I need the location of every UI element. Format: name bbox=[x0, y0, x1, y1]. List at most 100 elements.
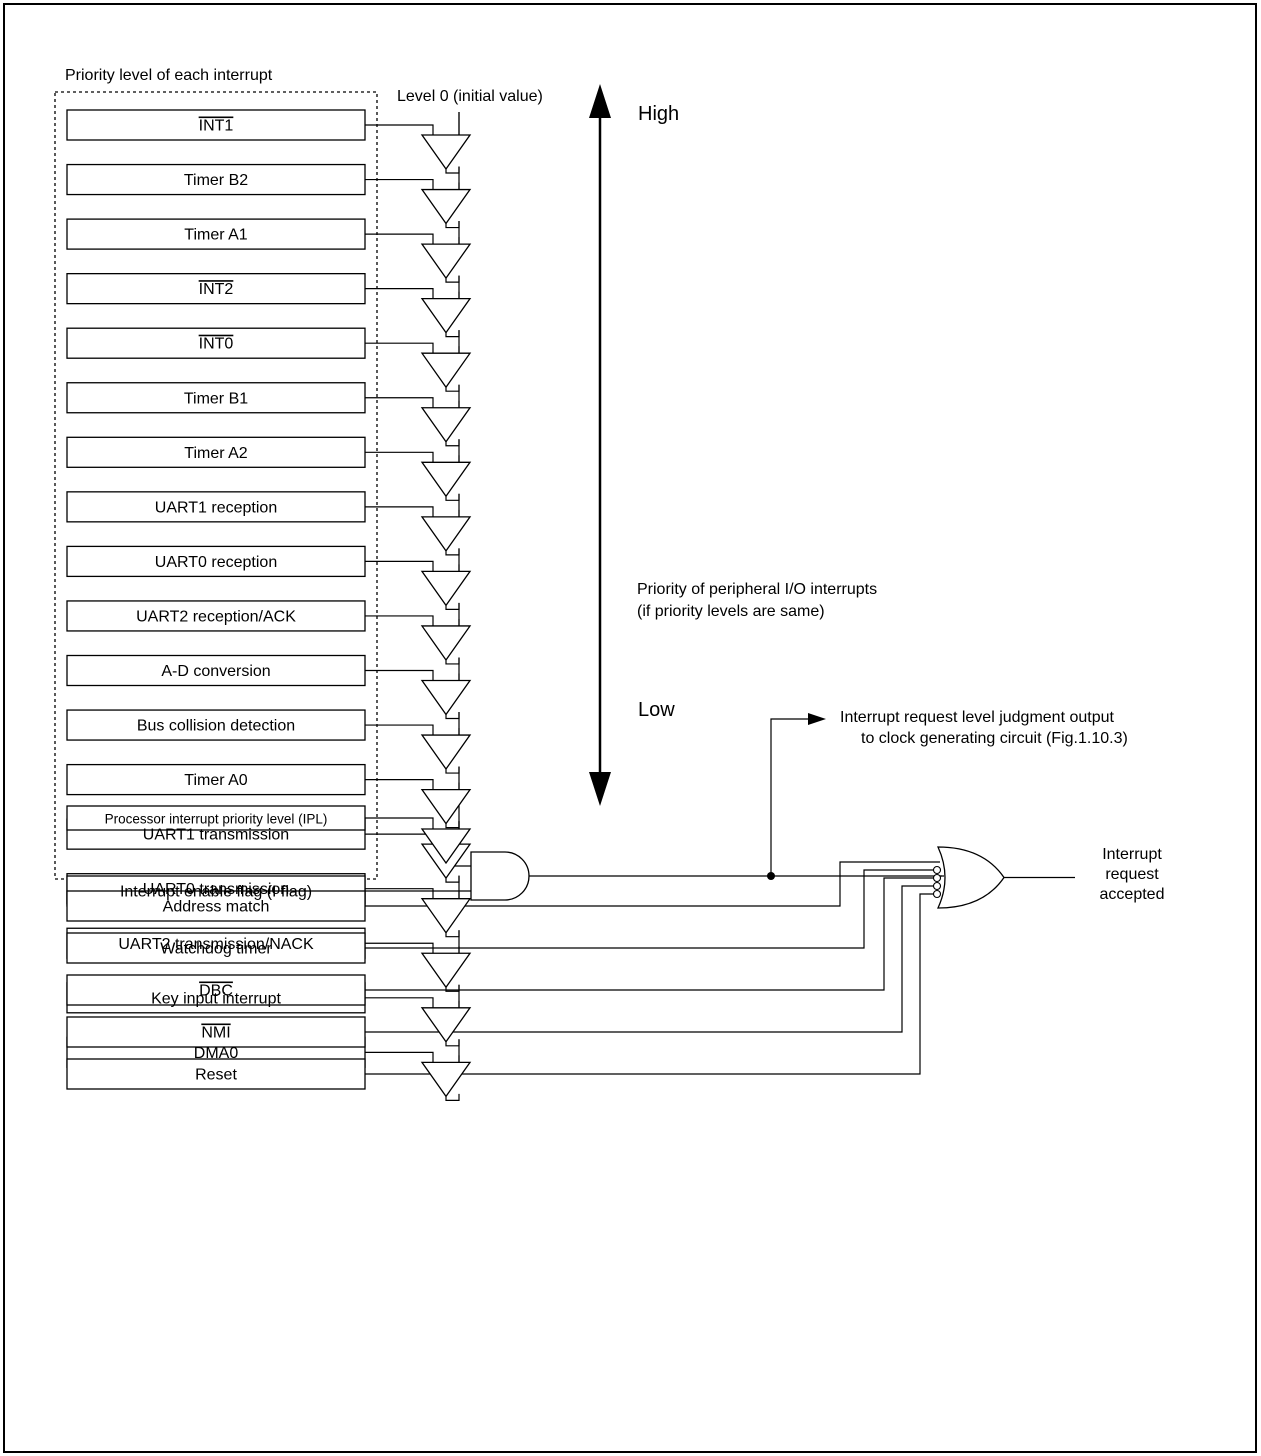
judgment-output-wire bbox=[770, 718, 812, 876]
source-box-2-label: DBC bbox=[199, 983, 233, 1000]
source-box-4 bbox=[66, 1058, 366, 1090]
source-wire-1 bbox=[365, 869, 940, 949]
result-line3: accepted bbox=[1100, 886, 1165, 903]
group-label: Priority level of each interrupt bbox=[65, 67, 273, 84]
interrupt-box-0-label: INT1 bbox=[199, 118, 234, 135]
ipl-box-label: Processor interrupt priority level (IPL) bbox=[105, 812, 328, 827]
comparator-5 bbox=[420, 407, 472, 443]
interrupt-box-12-label: Timer A0 bbox=[184, 772, 248, 789]
source-box-1-label: Watchdog timer bbox=[160, 941, 272, 958]
comparator-17 bbox=[420, 1061, 472, 1098]
interrupt-wire-16 bbox=[365, 997, 434, 1008]
source-box-4-label: Reset bbox=[195, 1067, 237, 1084]
interrupt-box-2 bbox=[66, 218, 366, 250]
comparator-out-2 bbox=[445, 275, 460, 283]
interrupt-box-10 bbox=[66, 654, 366, 687]
interrupt-wire-9 bbox=[365, 615, 434, 626]
comparator-15 bbox=[420, 952, 472, 989]
interrupt-box-9-label: UART2 reception/ACK bbox=[136, 608, 296, 625]
junction-dot bbox=[767, 872, 775, 880]
and-gate bbox=[470, 851, 530, 901]
source-box-0-label: Address match bbox=[163, 899, 270, 916]
ipl-box bbox=[66, 805, 366, 831]
comparator-2 bbox=[420, 243, 472, 280]
source-box-2 bbox=[66, 974, 366, 1006]
comparator-1 bbox=[420, 188, 472, 225]
source-wire-4 bbox=[365, 893, 940, 1075]
interrupt-box-8 bbox=[66, 545, 366, 578]
priority-note-line1: Priority of peripheral I/O interrupts bbox=[637, 581, 877, 598]
interrupt-wire-14 bbox=[365, 888, 434, 899]
interrupt-wire-6 bbox=[365, 451, 434, 463]
interrupt-wire-7 bbox=[365, 506, 434, 517]
result-line1: Interrupt bbox=[1102, 846, 1162, 863]
comparator-out-8 bbox=[445, 602, 460, 610]
comparator-out-0 bbox=[445, 166, 460, 174]
interrupt-box-3-label: INT2 bbox=[199, 281, 234, 298]
interrupt-wire-1 bbox=[365, 178, 434, 190]
interrupt-box-8-label: UART0 reception bbox=[155, 554, 277, 571]
judgment-output-line2: to clock generating circuit (Fig.1.10.3) bbox=[861, 730, 1128, 747]
comparator-out-16 bbox=[445, 1039, 460, 1047]
interrupt-box-16-label: Key input interrupt bbox=[151, 990, 281, 1007]
source-wire-0 bbox=[365, 861, 940, 907]
comparator-out-13 bbox=[445, 875, 460, 883]
priority-note-line2: (if priority levels are same) bbox=[637, 603, 825, 620]
interrupt-box-6 bbox=[66, 436, 366, 468]
interrupt-box-3 bbox=[66, 272, 366, 305]
interrupt-wire-0 bbox=[365, 124, 434, 135]
comparator-7 bbox=[420, 516, 472, 552]
interrupt-wire-13 bbox=[365, 833, 434, 845]
iflag-box-label: Interrupt enable flag (I flag) bbox=[120, 884, 312, 901]
interrupt-box-11-label: Bus collision detection bbox=[137, 718, 295, 735]
interrupt-box-13-label: UART1 transmission bbox=[143, 827, 289, 844]
arrow-down-head bbox=[589, 772, 611, 806]
invert-bubble-3 bbox=[932, 881, 942, 891]
source-box-1 bbox=[66, 932, 366, 964]
interrupt-wire-2 bbox=[365, 233, 434, 245]
comparator-11 bbox=[420, 734, 472, 771]
comparator-out-11 bbox=[445, 766, 460, 774]
ipl-wire bbox=[365, 817, 434, 829]
comparator-3 bbox=[420, 298, 472, 334]
interrupt-box-1-label: Timer B2 bbox=[184, 172, 248, 189]
interrupt-wire-15 bbox=[365, 942, 434, 954]
interrupt-box-2-label: Timer A1 bbox=[184, 227, 248, 244]
interrupt-box-17-label: DMA0 bbox=[194, 1045, 239, 1062]
comparator-out-17 bbox=[445, 1093, 460, 1101]
priority-group-box bbox=[54, 91, 378, 880]
interrupt-box-14-label: UART0 transmission bbox=[143, 881, 289, 898]
comparator-out-10 bbox=[445, 712, 460, 720]
source-box-3-label: NMI bbox=[201, 1025, 230, 1042]
interrupt-wire-8 bbox=[365, 560, 434, 572]
comparator-6 bbox=[420, 461, 472, 498]
ipl-comparator bbox=[420, 828, 472, 865]
interrupt-wire-10 bbox=[365, 669, 434, 681]
comparator-out-3 bbox=[445, 330, 460, 338]
invert-bubble-4 bbox=[932, 889, 942, 899]
comparator-out-14 bbox=[445, 930, 460, 938]
interrupt-box-11 bbox=[66, 709, 366, 741]
comparator-out-7 bbox=[445, 548, 460, 556]
interrupt-box-0 bbox=[66, 109, 366, 141]
low-label: Low bbox=[638, 699, 675, 721]
interrupt-box-7 bbox=[66, 491, 366, 523]
judgment-output-line1: Interrupt request level judgment output bbox=[840, 709, 1115, 726]
interrupt-box-4-label: INT0 bbox=[199, 336, 234, 353]
comparator-4 bbox=[420, 352, 472, 389]
comparator-out-5 bbox=[445, 439, 460, 447]
comparator-out-1 bbox=[445, 221, 460, 229]
comparator-12 bbox=[420, 788, 472, 825]
interrupt-wire-17 bbox=[365, 1051, 434, 1063]
interrupt-box-5 bbox=[66, 382, 366, 414]
interrupt-wire-3 bbox=[365, 288, 434, 299]
high-label: High bbox=[638, 103, 679, 125]
comparator-16 bbox=[420, 1007, 472, 1043]
comparator-out-4 bbox=[445, 384, 460, 392]
level0-label: Level 0 (initial value) bbox=[397, 88, 543, 105]
interrupt-box-7-label: UART1 reception bbox=[155, 499, 277, 516]
invert-bubble-2 bbox=[932, 873, 942, 883]
interrupt-wire-4 bbox=[365, 342, 434, 354]
interrupt-box-6-label: Timer A2 bbox=[184, 445, 248, 462]
